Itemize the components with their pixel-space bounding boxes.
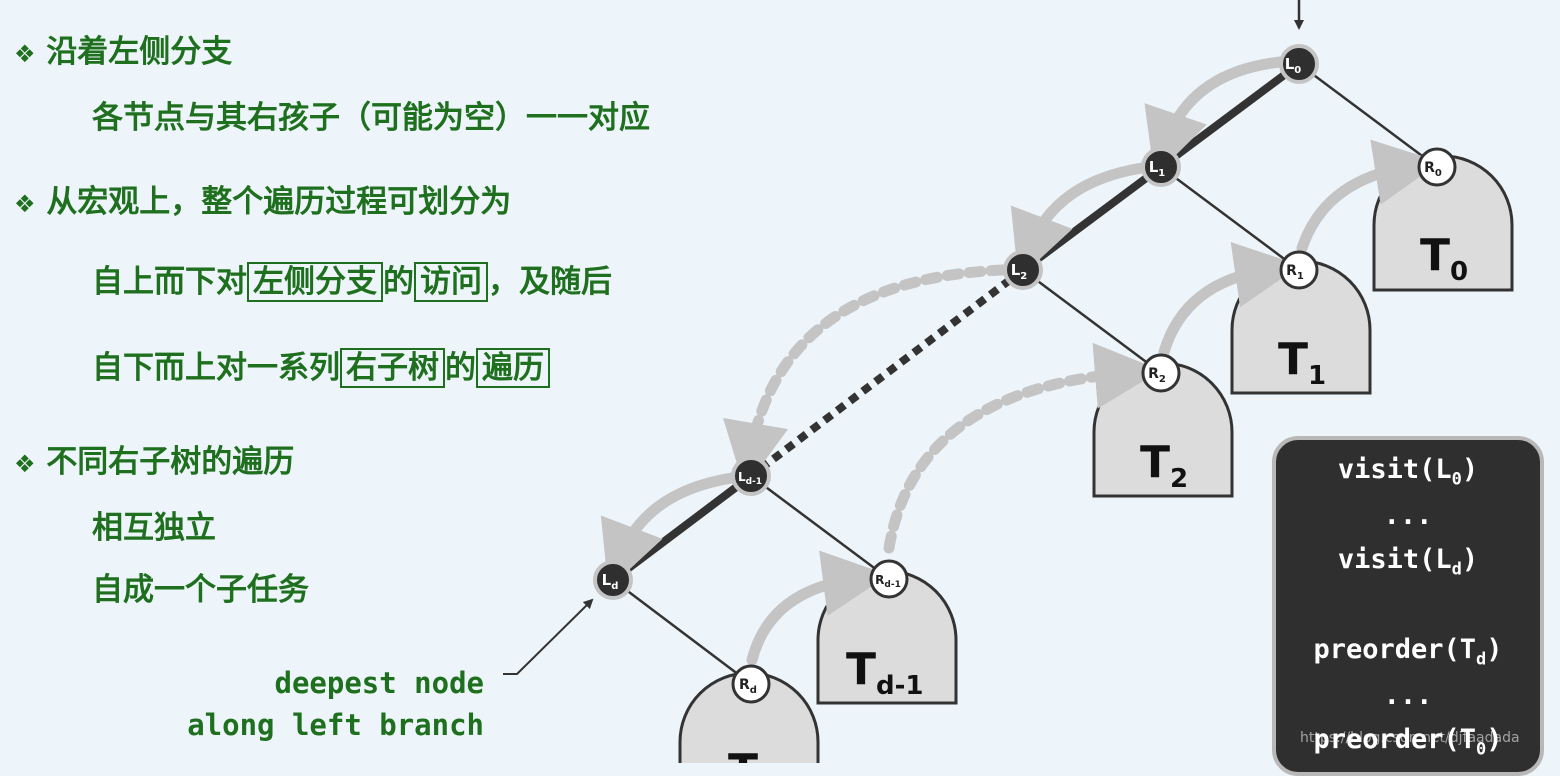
- watermark: https://blog.csdn.net/djfaadada: [1300, 730, 1520, 746]
- arc-L0-L1: [1144, 56, 1286, 177]
- left-nodes: L0 L1 L2 Ld-1 Ld: [593, 44, 1319, 600]
- boxed-traversal: 遍历: [476, 348, 550, 388]
- svg-text:L1: L1: [1149, 158, 1166, 179]
- subtree-labels: T0 T1 T2 Td-1 Td: [728, 230, 1468, 763]
- node-Ld-1: Ld-1: [731, 456, 771, 496]
- arc-L1-L2: [1010, 162, 1148, 279]
- node-Ld: Ld: [593, 560, 633, 600]
- svg-text:R2: R2: [1148, 366, 1166, 385]
- subtree-Td-1-label: Td-1: [846, 644, 924, 701]
- node-R0: R0: [1417, 147, 1457, 187]
- annotation-line-1: deepest node: [274, 666, 484, 700]
- code-dots-1: ...: [1383, 500, 1433, 531]
- bullet-3: ❖ 不同右子树的遍历: [14, 444, 295, 480]
- code-visit-Ld: visit(Ld): [1337, 544, 1479, 580]
- arc-Td-Rd1: [746, 550, 889, 666]
- node-Rd-1: Rd-1: [869, 559, 909, 599]
- traversal-arcs: [600, 56, 1441, 666]
- arc-T2-R2-dotted: [883, 342, 1161, 554]
- bullet-symbol-icon: ❖: [14, 450, 36, 478]
- svg-text:L2: L2: [1011, 261, 1028, 282]
- boxed-visit: 访问: [414, 262, 488, 302]
- node-L1: L1: [1141, 147, 1181, 187]
- node-R2: R2: [1141, 353, 1181, 393]
- arc-T1-R1: [1158, 242, 1301, 358]
- svg-text:Ld-1: Ld-1: [738, 470, 762, 487]
- arc-L2-Ld1-dotted: [723, 264, 1009, 489]
- node-L0: L0: [1279, 44, 1319, 84]
- bullet-1: ❖ 沿着左侧分支: [14, 34, 233, 70]
- bullet-2: ❖ 从宏观上，整个遍历过程可划分为: [14, 184, 512, 220]
- line-bottom-up: 自下而上对一系列右子树的遍历: [92, 342, 550, 388]
- annotation-line-2: along left branch: [187, 708, 484, 742]
- bullet-1-sub: 各节点与其右孩子（可能为空）一一对应: [92, 100, 650, 136]
- subtree-T1-label: T1: [1278, 334, 1326, 391]
- bullet-3-sub-2: 自成一个子任务: [92, 572, 309, 608]
- edge-Ld1-Rd1: [750, 474, 890, 581]
- arc-Ld1-Ld: [600, 472, 738, 589]
- code-dots-2: ...: [1383, 680, 1433, 711]
- code-panel: visit(L0) ... visit(Ld) preorder(Td) ...…: [1272, 436, 1544, 776]
- annotation-pointer: [503, 598, 594, 675]
- edge-L0-R0: [1298, 62, 1438, 169]
- left-spine-dotted-edge: [748, 266, 1026, 480]
- subtree-T2-label: T2: [1140, 437, 1188, 494]
- edge-L2-R2: [1022, 268, 1162, 375]
- edge-Ld-Rd: [612, 579, 752, 685]
- node-L2: L2: [1003, 250, 1043, 290]
- svg-text:Ld: Ld: [602, 571, 619, 592]
- subtree-T0-label: T0: [1420, 230, 1468, 287]
- boxed-right-subtree: 右子树: [340, 348, 445, 388]
- svg-text:R0: R0: [1424, 160, 1442, 179]
- right-nodes: R0 R1 R2 Rd-1 Rd: [731, 147, 1457, 704]
- boxed-left-branch: 左侧分支: [247, 262, 383, 302]
- node-Rd: Rd: [731, 664, 771, 704]
- node-R1: R1: [1279, 250, 1319, 290]
- bullet-symbol-icon: ❖: [14, 40, 36, 68]
- svg-text:Rd: Rd: [739, 677, 757, 696]
- arc-T0-R0: [1296, 139, 1441, 254]
- code-preorder-T0: preorder(T0): [1313, 724, 1503, 760]
- svg-text:Rd-1: Rd-1: [875, 573, 901, 590]
- subtree-Td-label: Td: [728, 745, 777, 763]
- bullet-symbol-icon: ❖: [14, 190, 36, 218]
- line-top-down: 自上而下对左侧分支的访问，及随后: [92, 262, 612, 302]
- edge-L1-R1: [1160, 165, 1300, 272]
- svg-text:R1: R1: [1286, 263, 1304, 282]
- bullet-3-sub-1: 相互独立: [92, 510, 216, 546]
- code-preorder-Td: preorder(Td): [1313, 634, 1503, 670]
- svg-text:L0: L0: [1285, 55, 1302, 76]
- code-visit-L0: visit(L0): [1337, 454, 1479, 490]
